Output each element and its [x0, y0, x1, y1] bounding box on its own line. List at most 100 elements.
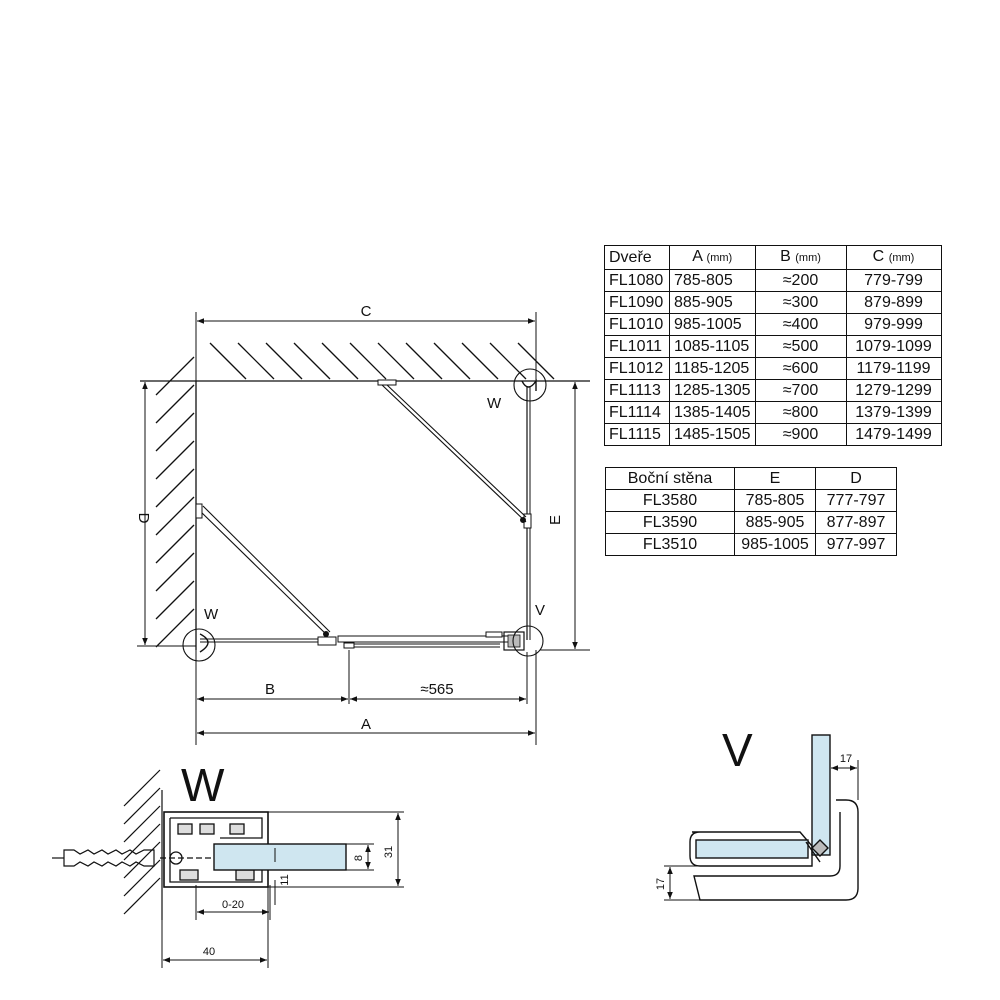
- front-fixed-panel: [200, 636, 337, 646]
- hatch-line: [209, 342, 247, 380]
- doors-cell: 1185-1205: [669, 357, 756, 380]
- callout-w-left: W: [204, 606, 219, 623]
- side-header-e: E: [734, 467, 816, 490]
- hatch-line: [123, 769, 161, 807]
- doors-header-a: A (mm): [669, 245, 756, 270]
- doors-cell: FL1012: [604, 357, 670, 380]
- doors-cell: FL1011: [604, 335, 670, 358]
- side-cell: 785-805: [734, 489, 816, 512]
- hatch-line: [237, 342, 275, 380]
- hatch-line: [155, 608, 195, 648]
- doors-cell: 1485-1505: [669, 423, 756, 446]
- doors-cell: 1279-1299: [845, 379, 942, 402]
- side-cell: FL3590: [605, 511, 735, 534]
- dimension-e: [540, 380, 590, 651]
- doors-cell: 1285-1305: [669, 379, 756, 402]
- hatch-line: [155, 552, 195, 592]
- hatch-line: [155, 412, 195, 452]
- hatch-line: [155, 440, 195, 480]
- dimension-c: [195, 312, 537, 381]
- doors-cell: ≈500: [754, 335, 847, 358]
- detail-circle-w-top: [513, 368, 547, 402]
- stabilizer-bar-left: [195, 503, 331, 637]
- detail-w-dims: [161, 811, 404, 968]
- doors-cell: 1179-1199: [845, 357, 942, 380]
- doors-cell: FL1114: [604, 401, 670, 424]
- hatch-line: [265, 342, 303, 380]
- side-cell: FL3510: [605, 533, 735, 556]
- doors-cell: 879-899: [845, 291, 942, 314]
- side-header-bocni-stena: Boční stěna: [605, 467, 735, 490]
- hatch-line: [461, 342, 499, 380]
- doors-cell: ≈400: [754, 313, 847, 336]
- doors-cell: FL1113: [604, 379, 670, 402]
- doors-cell: 785-805: [669, 269, 756, 292]
- dim-label-door-width: ≈565: [420, 681, 453, 698]
- doors-cell: 985-1005: [669, 313, 756, 336]
- detail-w-wall: [123, 769, 163, 920]
- left-wall: [155, 356, 197, 650]
- hatch-line: [123, 787, 161, 825]
- dim-label-b: B: [265, 681, 275, 698]
- side-cell: 977-997: [815, 533, 897, 556]
- detail-w-dim-0-20: 0-20: [222, 899, 244, 911]
- hatch-line: [377, 342, 415, 380]
- detail-v-dim-17-side: 17: [655, 878, 667, 890]
- doors-header-dvere: Dveře: [604, 245, 670, 270]
- detail-w-glass: [213, 843, 347, 871]
- doors-cell: 779-799: [845, 269, 942, 292]
- dimension-b: [195, 650, 537, 745]
- top-wall: [140, 342, 590, 382]
- sliding-door: [337, 631, 525, 651]
- doors-cell: FL1090: [604, 291, 670, 314]
- side-panel: [523, 386, 532, 640]
- detail-v-title: V: [722, 724, 753, 776]
- hatch-line: [489, 342, 527, 380]
- doors-cell: ≈300: [754, 291, 847, 314]
- doors-table-header: Dveře A (mm) B (mm) C (mm): [604, 245, 942, 270]
- side-cell: 877-897: [815, 511, 897, 534]
- dim-label-c: C: [361, 303, 372, 320]
- side-cell: 885-905: [734, 511, 816, 534]
- doors-cell: 1479-1499: [845, 423, 942, 446]
- hatch-line: [405, 342, 443, 380]
- detail-circle-v: [512, 625, 544, 657]
- hatch-line: [155, 580, 195, 620]
- callout-w-top: W: [487, 395, 502, 412]
- hatch-line: [155, 356, 195, 396]
- dim-label-e: E: [547, 515, 564, 525]
- doors-cell: 1085-1105: [669, 335, 756, 358]
- doors-cell: 979-999: [845, 313, 942, 336]
- dimension-d: [137, 380, 196, 647]
- doors-cell: ≈600: [754, 357, 847, 380]
- side-header-d: D: [815, 467, 897, 490]
- doors-cell: ≈700: [754, 379, 847, 402]
- dim-label-a: A: [361, 716, 371, 733]
- detail-w-title: W: [181, 759, 225, 811]
- hatch-line: [293, 342, 331, 380]
- detail-w-dim-40: 40: [203, 946, 215, 958]
- hatch-line: [155, 384, 195, 424]
- doors-cell: ≈900: [754, 423, 847, 446]
- doors-cell: ≈800: [754, 401, 847, 424]
- doors-cell: FL1010: [604, 313, 670, 336]
- doors-cell: 885-905: [669, 291, 756, 314]
- detail-v-dims: [664, 735, 859, 901]
- side-cell: 777-797: [815, 489, 897, 512]
- hatch-line: [123, 841, 161, 879]
- doors-header-c: C (mm): [845, 245, 942, 270]
- hatch-line: [349, 342, 387, 380]
- hatch-line: [123, 805, 161, 843]
- doors-cell: ≈200: [754, 269, 847, 292]
